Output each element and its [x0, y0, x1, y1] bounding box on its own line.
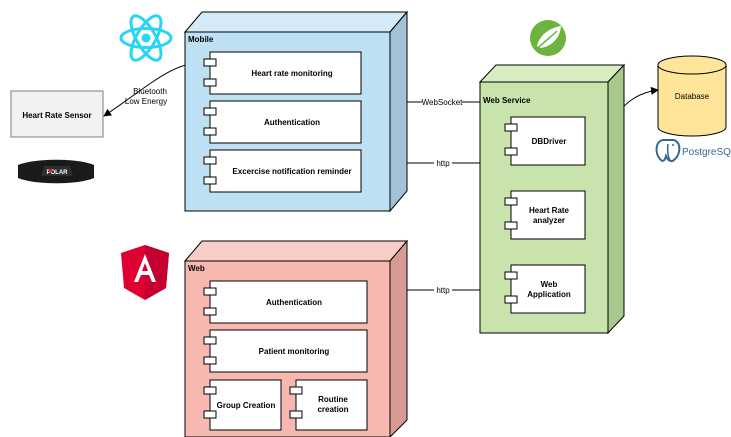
polar-brand-text: POLAR — [47, 170, 69, 176]
web-node: Web Authentication Patient monitoring Gr… — [183, 239, 409, 437]
web-service-node-side — [607, 63, 625, 335]
web-node-side — [389, 239, 408, 437]
mobile-node: Mobile Heart rate monitoring Authenticat… — [183, 10, 409, 213]
patient-monitoring-label: Patient monitoring — [259, 347, 330, 356]
database-cylinder: Database — [657, 55, 727, 137]
http-label-web: http — [436, 286, 450, 295]
heart-rate-analyzer-label-line1: Heart Rate — [529, 206, 570, 215]
web-service-node-title: Web Service — [483, 96, 531, 105]
web-node-top — [183, 240, 409, 262]
web-authentication-label: Authentication — [266, 298, 322, 307]
web-node-title: Web — [188, 264, 205, 273]
spring-logo-icon — [530, 20, 566, 56]
mobile-authentication-component: Authentication — [203, 100, 362, 144]
heart-rate-sensor-label: Heart Rate Sensor — [22, 111, 91, 120]
database-label: Database — [675, 92, 710, 101]
dbdriver-label: DBDriver — [532, 137, 567, 146]
web-authentication-component: Authentication — [203, 280, 368, 324]
web-service-node-top — [478, 64, 626, 83]
web-service-node: Web Service DBDriver Heart Rate analyzer… — [478, 63, 626, 335]
heart-rate-monitoring-component: Heart rate monitoring — [203, 51, 362, 95]
postgresql-elephant-icon — [655, 139, 681, 163]
heart-rate-sensor: Heart Rate Sensor — [10, 90, 104, 138]
mobile-authentication-label: Authentication — [264, 118, 320, 127]
web-application-component: Web Application — [504, 264, 586, 314]
polar-strap-icon: POLAR — [18, 159, 94, 184]
heart-rate-monitoring-label: Heart rate monitoring — [251, 69, 332, 78]
websocket-connection: WebSocket — [407, 96, 480, 107]
heart-rate-analyzer-component: Heart Rate analyzer — [504, 190, 586, 240]
mobile-node-top — [183, 11, 409, 33]
bluetooth-label-line2: Low Energy — [125, 97, 167, 106]
routine-creation-label-line2: creation — [317, 405, 348, 414]
http-label-mobile: http — [436, 159, 450, 168]
angular-logo-icon — [121, 245, 169, 300]
group-creation-label: Group Creation — [217, 401, 276, 410]
react-logo-icon — [119, 14, 173, 62]
http-connection-mobile: http — [407, 157, 480, 168]
group-creation-component: Group Creation — [203, 379, 282, 431]
websocket-label: WebSocket — [422, 98, 464, 107]
exercise-reminder-component: Excercise notification reminder — [203, 149, 362, 193]
web-application-label-line2: Application — [527, 290, 571, 299]
http-connection-web: http — [407, 284, 480, 295]
routine-creation-component: Routine creation — [289, 379, 368, 431]
web-application-label-line1: Web — [541, 280, 558, 289]
exercise-reminder-label: Excercise notification reminder — [232, 167, 351, 176]
mobile-node-title: Mobile — [188, 35, 214, 44]
dbdriver-component: DBDriver — [504, 116, 586, 166]
bluetooth-label-line1: Bluetooth — [133, 87, 167, 96]
patient-monitoring-component: Patient monitoring — [203, 329, 368, 373]
postgresql-label: PostgreSQL — [682, 147, 731, 158]
mobile-node-side — [389, 10, 408, 213]
heart-rate-analyzer-label-line2: analyzer — [533, 216, 565, 225]
routine-creation-label-line1: Routine — [318, 395, 348, 404]
